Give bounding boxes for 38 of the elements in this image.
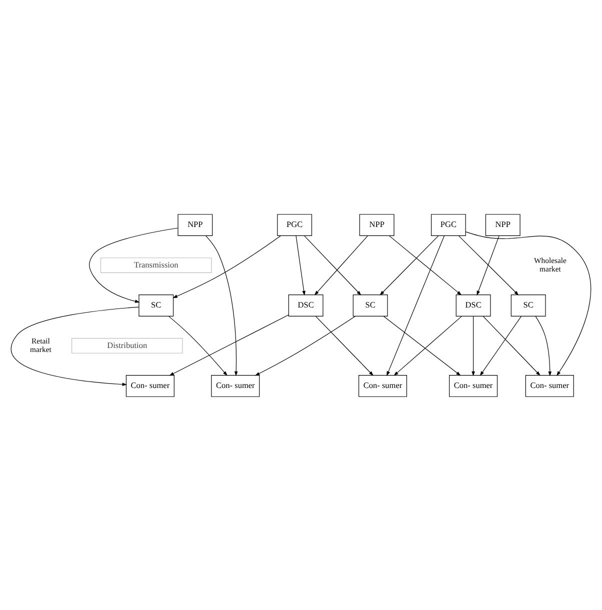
arrow <box>482 316 540 376</box>
node-box: DSC <box>288 294 324 316</box>
node-box: SC <box>138 294 174 316</box>
arrow <box>254 316 356 376</box>
arrow <box>480 316 522 376</box>
node-box: SC <box>352 294 388 316</box>
arrow <box>472 316 475 376</box>
arrow <box>476 235 500 296</box>
arrow <box>296 235 306 296</box>
arrow <box>386 235 445 376</box>
arrow <box>535 316 552 376</box>
node-box: Transmission <box>100 257 212 272</box>
arrow <box>168 315 228 376</box>
node-box: Con- sumer <box>449 374 498 396</box>
arrow <box>172 234 282 298</box>
node-box: PGC <box>431 214 466 236</box>
node-box: Con- sumer <box>525 374 574 396</box>
arrow <box>380 235 439 295</box>
arrow <box>304 235 362 295</box>
arrow <box>169 314 289 376</box>
node-box: Con- sumer <box>126 374 174 396</box>
arrow <box>206 235 238 376</box>
arrow <box>11 306 140 386</box>
node-box: PGC <box>277 214 312 236</box>
arrow <box>465 231 591 376</box>
node-box: DSC <box>456 294 491 316</box>
arrow <box>314 235 368 295</box>
arrow <box>89 227 178 302</box>
arrow <box>388 235 462 295</box>
arrow <box>458 235 519 295</box>
node-box: NPP <box>485 214 520 236</box>
node-box: Distribution <box>72 338 183 353</box>
node-box: Con- sumer <box>358 374 408 396</box>
node-box: Con- sumer <box>211 374 260 396</box>
node-box: NPP <box>359 214 394 236</box>
arrow <box>315 316 374 376</box>
node-box: NPP <box>178 214 213 236</box>
node-box: SC <box>510 294 546 316</box>
